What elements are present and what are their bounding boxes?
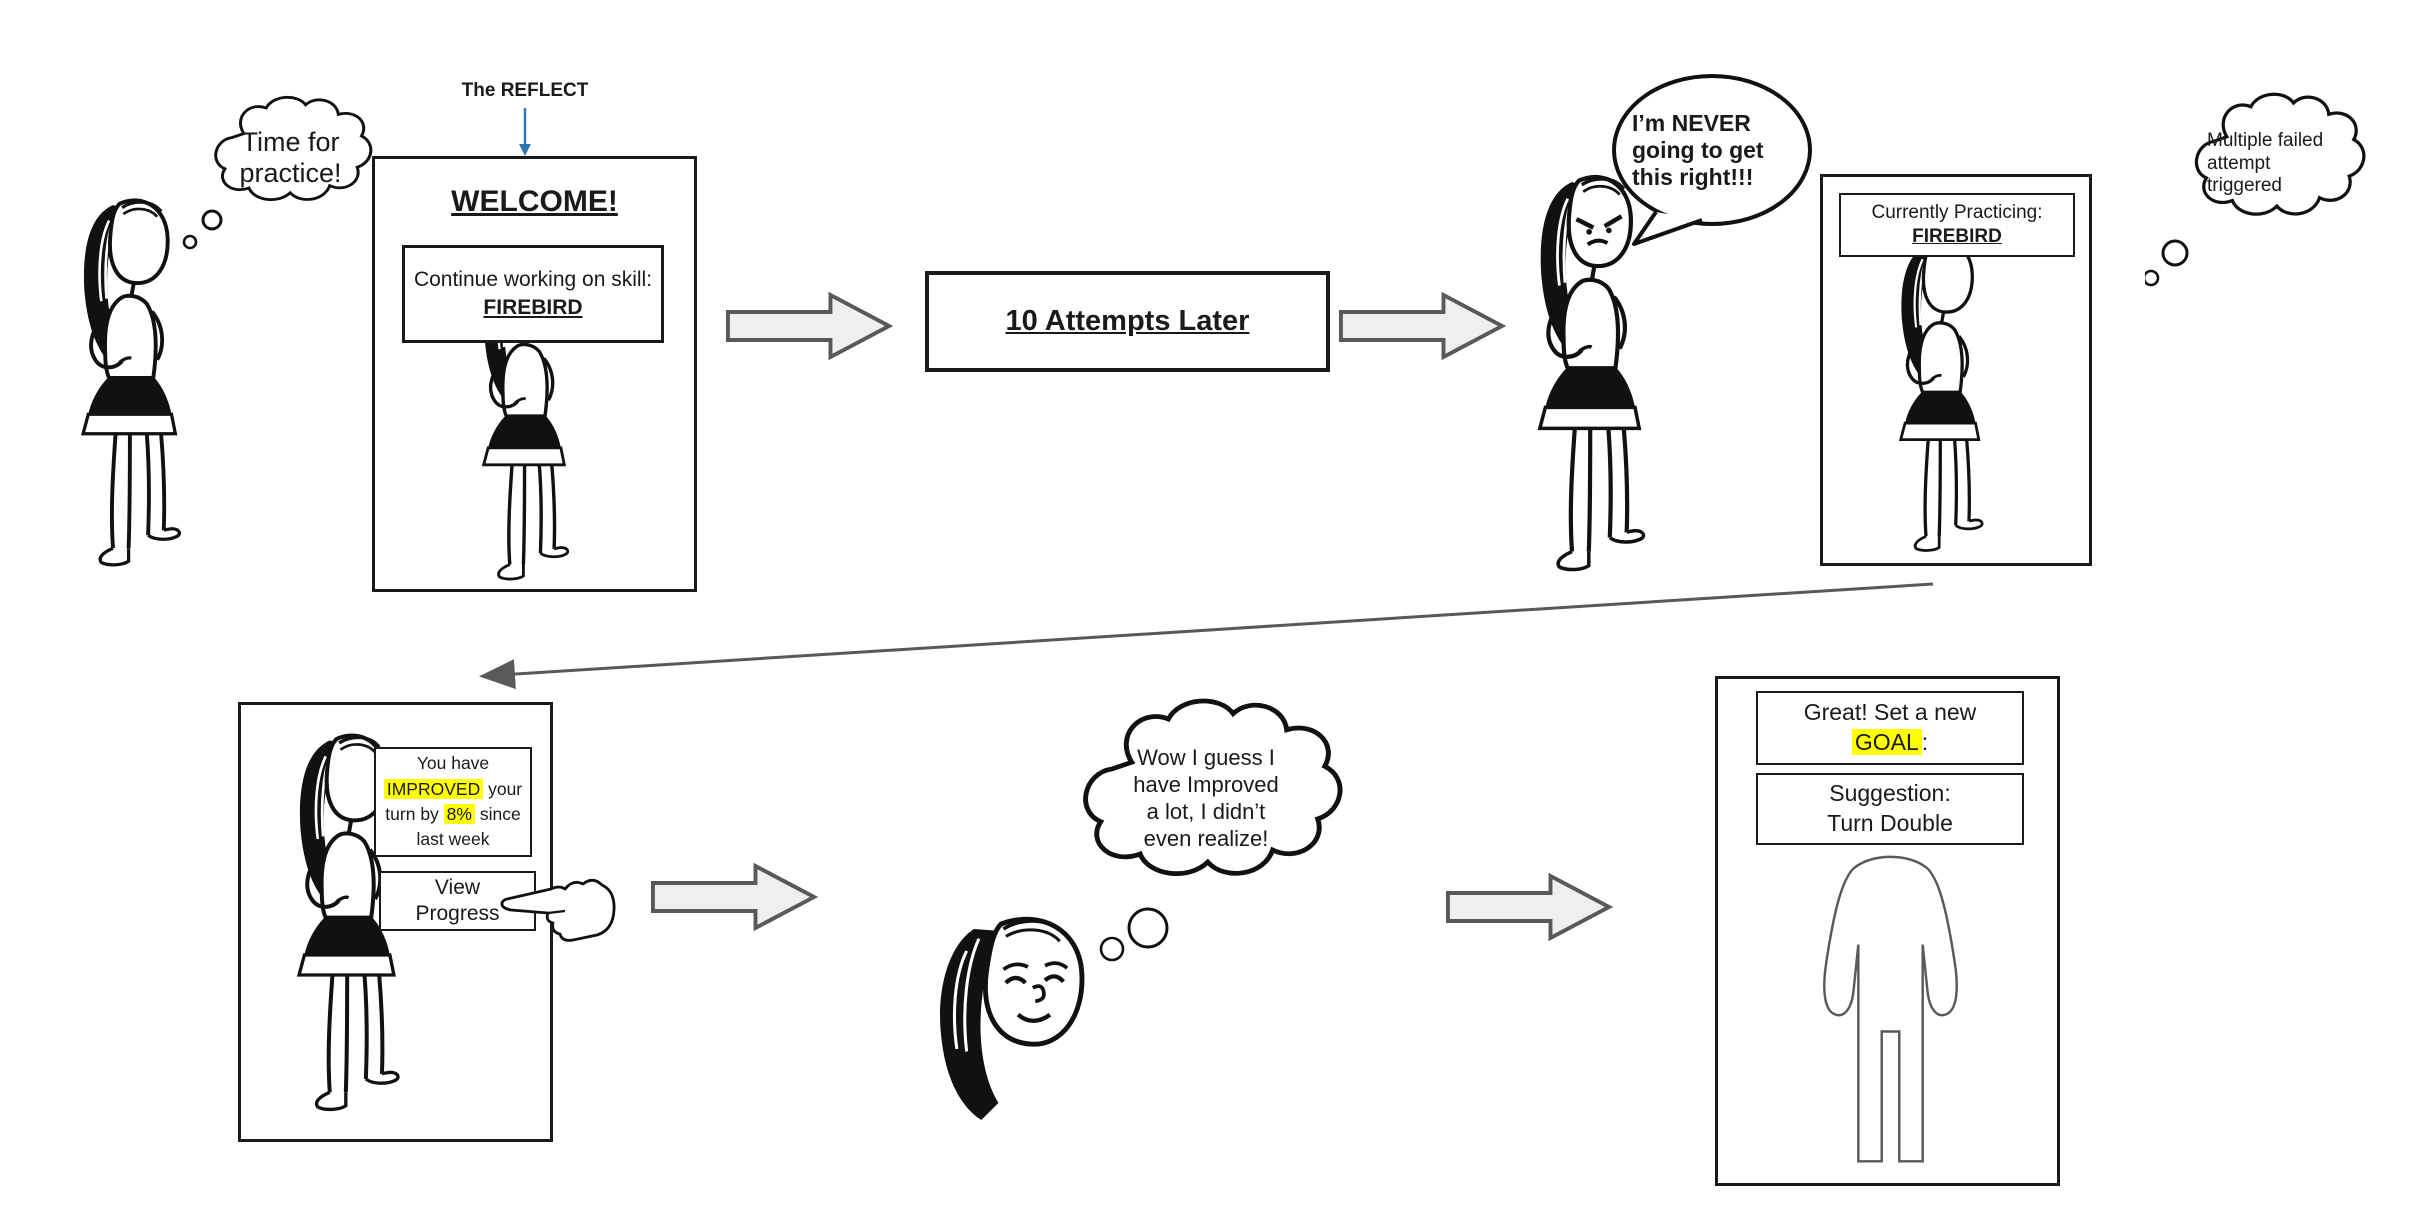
- welcome-title: WELCOME!: [451, 185, 618, 218]
- body-outline-icon: [1793, 851, 1988, 1173]
- notif-highlight-improved: IMPROVED: [383, 778, 484, 799]
- goal-highlight: GOAL: [1851, 729, 1922, 755]
- flow-arrow-3: [650, 862, 818, 932]
- flow-arrow-2: [1338, 291, 1506, 361]
- improvement-notification: You have IMPROVED your turn by 8% since …: [374, 747, 532, 857]
- practicing-label-box: Currently Practicing: FIREBIRD: [1839, 193, 2075, 257]
- thought-failed-text: Multiple failed attempt triggered: [2207, 130, 2324, 197]
- notif-line1: You have: [416, 753, 490, 774]
- flow-arrow-4: [1445, 872, 1613, 942]
- goal-panel: Great! Set a new GOAL: Suggestion: Turn …: [1715, 676, 2060, 1186]
- thought-cloud-icon: [2145, 92, 2366, 287]
- attempts-later-box: 10 Attempts Later: [925, 271, 1330, 372]
- thought-practice-text: Time for practice!: [239, 126, 342, 188]
- goal-header-text: Great! Set a new: [1803, 699, 1977, 726]
- practicing-label: Currently Practicing:: [1871, 202, 2043, 223]
- practicing-skill: FIREBIRD: [1912, 226, 2002, 247]
- notif-highlight-percent: 8%: [443, 804, 475, 824]
- attempts-later-label: 10 Attempts Later: [1005, 305, 1250, 337]
- skill-name: FIREBIRD: [483, 296, 583, 319]
- down-arrow-icon: [519, 108, 531, 156]
- thought-cloud-icon: [182, 95, 373, 250]
- suggestion-label: Suggestion:: [1829, 780, 1951, 807]
- thought-bubble-wow: Wow I guess I have Improved a lot, I did…: [1040, 692, 1370, 977]
- speech-never-text: I’m NEVER going to get this right!!!: [1632, 109, 1764, 190]
- suggestion-value: Turn Double: [1827, 810, 1953, 836]
- reflect-app-label: The REFLECT: [461, 80, 589, 101]
- skill-prompt-box: Continue working on skill: FIREBIRD: [402, 245, 664, 343]
- skill-prompt-text: Continue working on skill:: [413, 268, 653, 291]
- girl-figure-practicing: [1871, 235, 2025, 565]
- girl-happy-head: [925, 902, 1121, 1147]
- goal-header-box: Great! Set a new GOAL:: [1756, 691, 2024, 765]
- notif-line4: last week: [416, 829, 490, 850]
- thought-bubble-practice: Time for practice!: [168, 92, 383, 262]
- practicing-panel: Currently Practicing: FIREBIRD: [1820, 174, 2092, 566]
- thought-cloud-icon: [1040, 692, 1370, 962]
- connector-arrow: [479, 582, 1934, 690]
- flow-arrow-1: [725, 291, 893, 361]
- suggestion-box: Suggestion: Turn Double: [1756, 773, 2024, 845]
- thought-wow-text: Wow I guess I have Improved a lot, I did…: [1133, 745, 1279, 851]
- thought-bubble-failed: Multiple failed attempt triggered: [2145, 88, 2385, 298]
- pointing-hand-icon: [499, 863, 634, 958]
- progress-panel: You have IMPROVED your turn by 8% since …: [238, 702, 553, 1142]
- speech-bubble-never: I’m NEVER going to get this right!!!: [1604, 72, 1814, 257]
- welcome-panel: WELCOME! Continue working on skill: FIRE…: [372, 156, 697, 592]
- speech-balloon-icon: [1612, 74, 1812, 246]
